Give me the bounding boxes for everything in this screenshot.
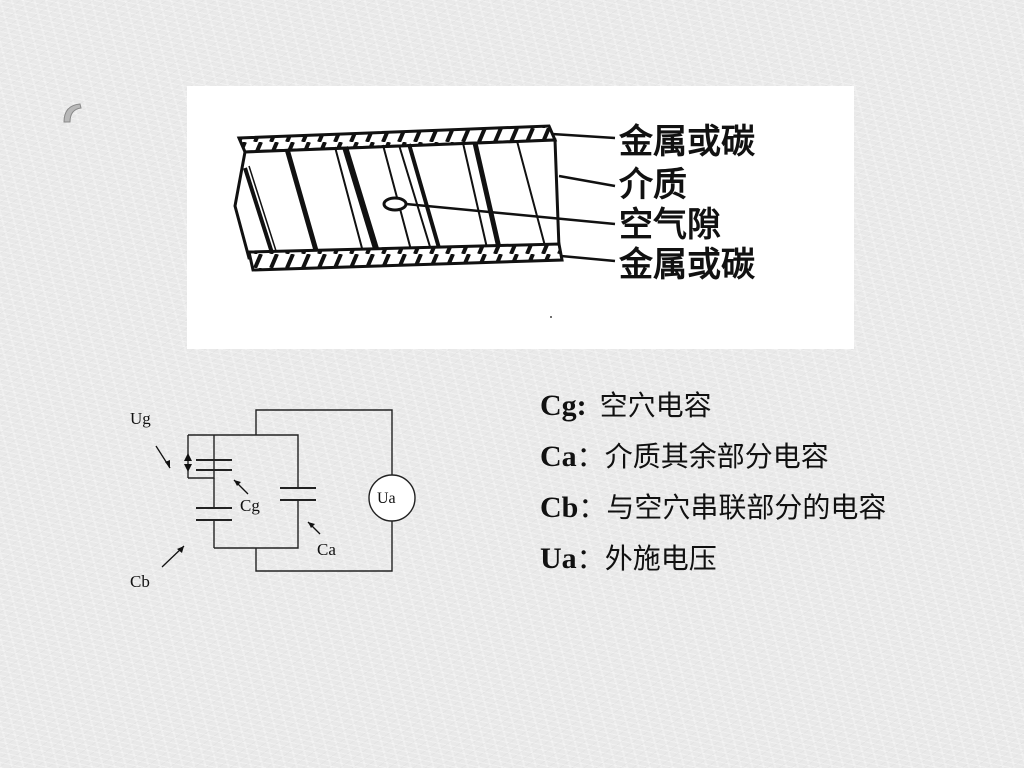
legend-item-ua: Ua：外施电压 [540, 542, 717, 575]
source-symbol [368, 474, 416, 522]
label-cb: Cb [130, 572, 150, 591]
legend-item-ca: Ca：介质其余部分电容 [540, 440, 829, 473]
legend-item-cb: Cb：与空穴串联部分的电容 [540, 491, 887, 524]
label-ug: Ug [130, 409, 151, 428]
ug-arrow-up [184, 453, 192, 461]
equivalent-circuit: Ug Cg Ca Cb Ua [130, 409, 416, 591]
leader-lines [405, 132, 616, 263]
label-ca: Ca [317, 540, 336, 559]
cross-section-figure: 金属或碳 介质 空气隙 金属或碳 [187, 86, 854, 349]
label-top-electrode: 金属或碳 [618, 122, 756, 162]
circuit-wires [187, 409, 393, 572]
label-air-gap: 空气隙 [619, 205, 721, 245]
legend-item-cg: Cg: 空穴电容 [540, 389, 712, 422]
cross-section-drawing: 金属或碳 介质 空气隙 金属或碳 [233, 122, 756, 318]
label-source: Ua [377, 490, 396, 507]
label-cg: Cg [240, 496, 260, 515]
speck [550, 316, 552, 318]
symbol-legend: Cg: 空穴电容 Ca：介质其余部分电容 Cb：与空穴串联部分的电容 Ua：外施… [540, 380, 1010, 584]
bullet-icon [63, 103, 82, 123]
label-bottom-electrode: 金属或碳 [618, 245, 756, 285]
ug-arrow-down [184, 464, 192, 472]
label-dielectric: 介质 [619, 165, 687, 205]
air-gap-void [382, 196, 408, 212]
bottom-electrode [247, 242, 564, 272]
